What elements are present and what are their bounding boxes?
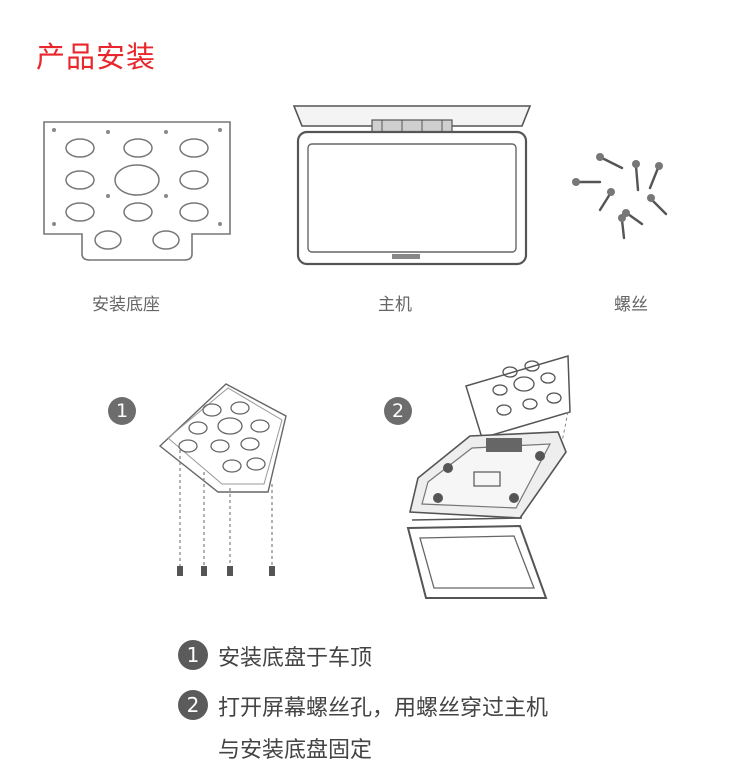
diagram-badge-2: 2 — [384, 397, 412, 425]
step-badge-2: 2 — [178, 690, 208, 720]
step2-illustration — [406, 355, 571, 599]
diagram-badge-1: 1 — [108, 397, 136, 425]
part-label-base: 安装底座 — [92, 295, 160, 315]
step-text-2: 打开屏幕螺丝孔，用螺丝穿过主机 — [218, 696, 549, 721]
mounting-base-icon — [43, 121, 231, 261]
screws-icon — [572, 153, 668, 240]
monitor-unit-icon — [292, 105, 532, 266]
step-text-1: 安装底盘于车顶 — [218, 646, 373, 671]
part-label-screws: 螺丝 — [614, 295, 648, 315]
step-badge-1: 1 — [178, 640, 208, 670]
page-title: 产品安装 — [36, 40, 157, 74]
step1-illustration — [158, 383, 287, 576]
part-label-monitor: 主机 — [378, 295, 412, 315]
step-text-2-line2: 与安装底盘固定 — [218, 738, 373, 763]
